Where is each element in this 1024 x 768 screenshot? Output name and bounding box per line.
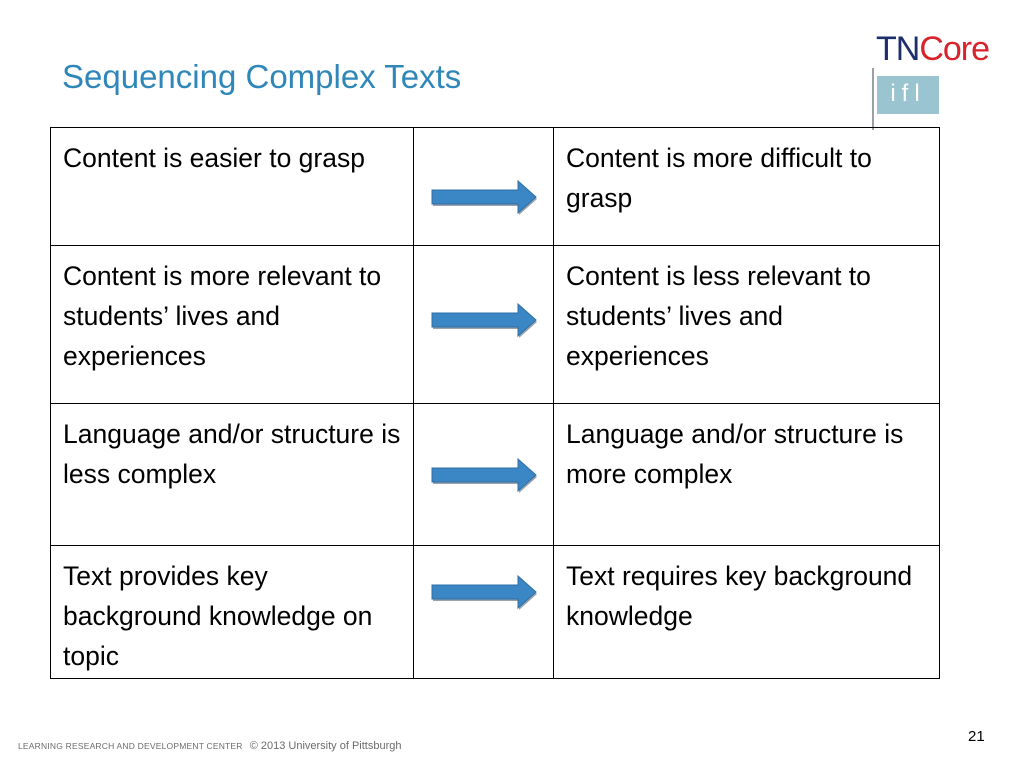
right-arrow-icon	[430, 574, 538, 610]
to-cell: Language and/or structure is more comple…	[553, 403, 940, 546]
footer: Learning Research and Development Center…	[18, 740, 402, 752]
right-arrow-icon	[430, 179, 538, 215]
comparison-table: Content is easier to grasp Content is mo…	[50, 127, 940, 679]
table-row: Language and/or structure is less comple…	[50, 403, 940, 546]
arrow-cell	[413, 545, 554, 679]
arrow-cell	[413, 245, 554, 404]
from-cell: Content is more relevant to students’ li…	[50, 245, 414, 404]
from-cell: Content is easier to grasp	[50, 127, 414, 246]
arrow-cell	[413, 127, 554, 246]
footer-copyright: © 2013 University of Pittsburgh	[249, 740, 402, 752]
table-row: Text provides key background knowledge o…	[50, 545, 940, 679]
to-cell: Content is more difficult to grasp	[553, 127, 940, 246]
logo-ifl-box: ifl	[877, 76, 939, 114]
logo-divider	[872, 68, 874, 130]
logo-core-text: Core	[919, 30, 990, 68]
from-cell: Language and/or structure is less comple…	[50, 403, 414, 546]
footer-center-name: Learning Research and Development Center	[18, 741, 243, 751]
to-cell: Content is less relevant to students’ li…	[553, 245, 940, 404]
right-arrow-icon	[430, 457, 538, 493]
page-number: 21	[968, 728, 985, 745]
table-row: Content is easier to grasp Content is mo…	[50, 127, 940, 246]
logo-ifl-text: ifl	[890, 80, 926, 107]
logo-tn-text: TN	[876, 30, 920, 68]
slide-title: Sequencing Complex Texts	[62, 58, 462, 95]
logo-wordmark: TNCore	[876, 30, 990, 69]
to-cell: Text requires key background knowledge	[553, 545, 940, 679]
right-arrow-icon	[430, 302, 538, 338]
tncore-ifl-logo: TNCore ifl	[872, 28, 1012, 130]
arrow-cell	[413, 403, 554, 546]
from-cell: Text provides key background knowledge o…	[50, 545, 414, 679]
table-row: Content is more relevant to students’ li…	[50, 245, 940, 404]
